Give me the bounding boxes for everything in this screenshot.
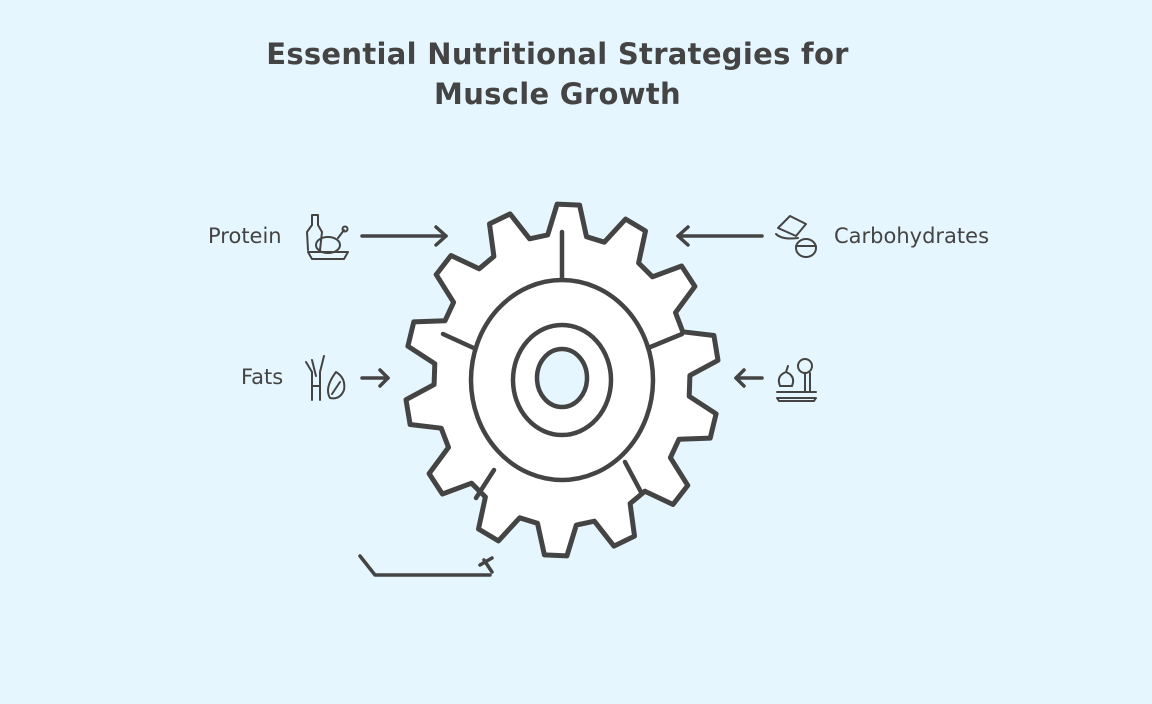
fats-plant-icon [305,355,346,401]
page-title: Essential Nutritional Strategies for Mus… [0,34,1115,114]
gear-divider-bottom-right [622,459,644,495]
arrow-carbohydrates [676,225,764,247]
scale-apple-icon [776,358,817,402]
arrow-fats [360,368,390,388]
gear-hub [510,322,614,438]
carbohydrates-food-icon [775,215,817,258]
protein-food-icon [306,214,349,260]
gear-hole [534,346,590,410]
title-line-1: Essential Nutritional Strategies for [266,37,849,71]
arrow-scale [734,368,764,388]
gear-divider-bottom-left [473,467,497,501]
gear-divider-left [440,331,481,353]
carbohydrates-label: Carbohydrates [834,224,990,248]
protein-label: Protein [208,224,282,248]
arrow-bottom [358,554,494,577]
fats-label: Fats [241,365,284,389]
title-line-2: Muscle Growth [434,77,681,111]
gear-divider-right [645,331,685,351]
arrow-protein [360,225,448,247]
